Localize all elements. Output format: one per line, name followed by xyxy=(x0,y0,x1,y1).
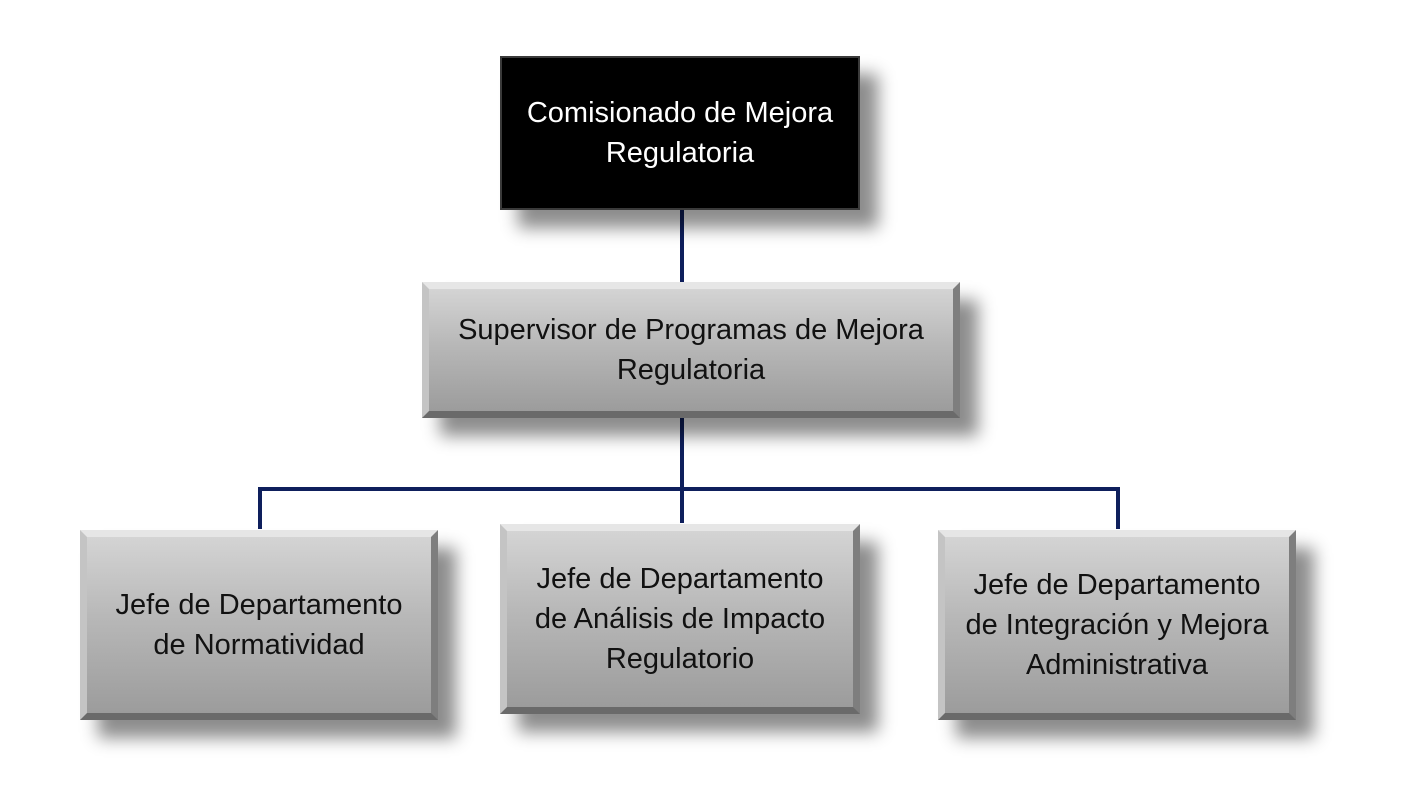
connector-root-to-supervisor xyxy=(680,208,684,282)
root-position-label: Comisionado de Mejora Regulatoria xyxy=(526,97,834,169)
connector-supervisor-down xyxy=(680,417,684,523)
root-position-box: Comisionado de Mejora Regulatoria xyxy=(500,56,860,210)
connector-to-department-1 xyxy=(258,487,262,529)
department-box-analisis-impacto: Jefe de Departamento de Análisis de Impa… xyxy=(500,524,860,714)
connector-horizontal-bar xyxy=(258,487,1120,491)
department-label: Jefe de Departamento de Integración y Me… xyxy=(965,569,1269,681)
department-box-integracion-mejora: Jefe de Departamento de Integración y Me… xyxy=(938,530,1296,720)
supervisor-position-label: Supervisor de Programas de Mejora Regula… xyxy=(458,314,924,386)
department-label: Jefe de Departamento de Normatividad xyxy=(115,589,403,661)
department-box-normatividad: Jefe de Departamento de Normatividad xyxy=(80,530,438,720)
connector-to-department-3 xyxy=(1116,487,1120,529)
supervisor-position-box: Supervisor de Programas de Mejora Regula… xyxy=(422,282,960,418)
department-label: Jefe de Departamento de Análisis de Impa… xyxy=(534,563,826,675)
